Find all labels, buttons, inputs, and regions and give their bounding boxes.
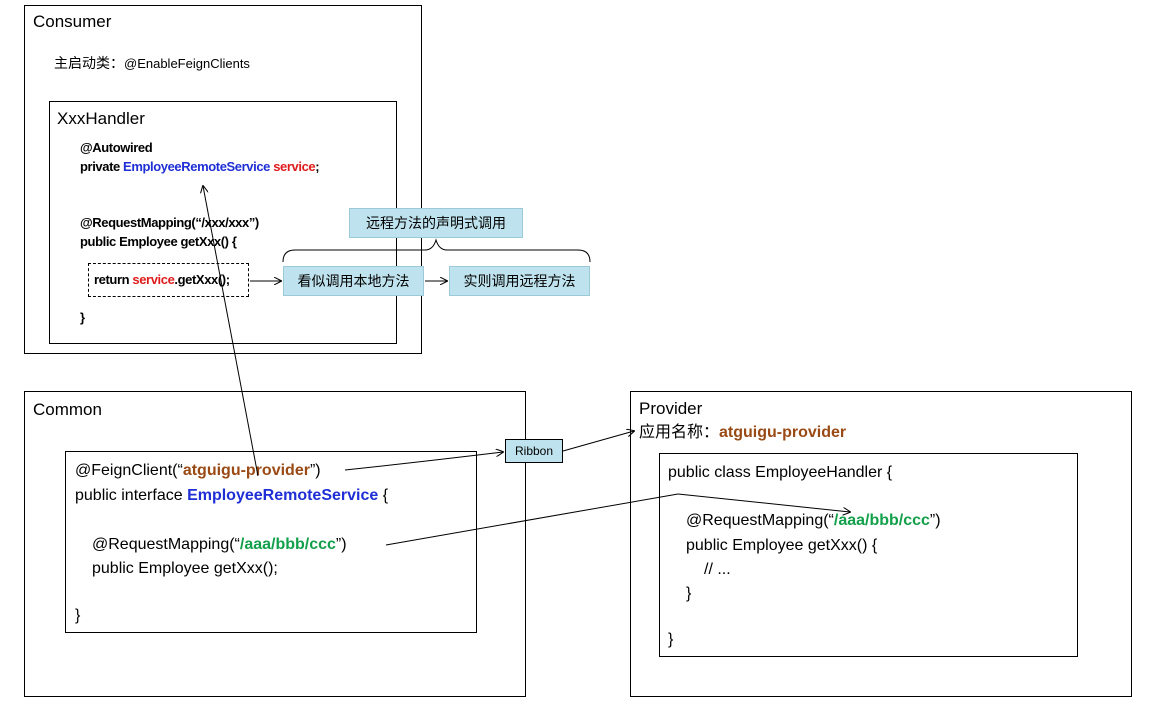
main-class-line: 主启动类：@EnableFeignClients — [54, 55, 250, 73]
iface-name: EmployeeRemoteService — [187, 487, 379, 504]
common-method-sig: public Employee getXxx(); — [92, 560, 278, 577]
callout-brace — [282, 238, 591, 263]
common-mapping: @RequestMapping(“/aaa/bbb/ccc”) — [92, 535, 347, 554]
ribbon-box: Ribbon — [505, 439, 563, 463]
common-mapping-suffix: ”) — [335, 536, 347, 553]
consumer-method-sig: public Employee getXxx() { — [80, 234, 237, 249]
xxx-handler-title: XxxHandler — [57, 109, 145, 128]
remote-service-box — [65, 451, 477, 633]
field-suffix: ; — [315, 159, 320, 174]
feign-suffix: ”) — [309, 462, 321, 479]
provider-comment: // ... — [704, 561, 731, 578]
looks-local-callout: 看似调用本地方法 — [283, 266, 424, 296]
provider-box — [630, 391, 1132, 697]
feign-name: atguigu-provider — [182, 462, 310, 479]
common-close-brace: } — [75, 607, 81, 624]
service-field-decl: private EmployeeRemoteService service; — [80, 159, 320, 175]
actually-remote-callout: 实则调用远程方法 — [449, 266, 590, 296]
consumer-box — [24, 5, 422, 354]
app-name-line: 应用名称：atguigu-provider — [639, 422, 846, 442]
provider-close-brace: } — [668, 631, 674, 648]
consumer-close-brace: } — [80, 310, 85, 325]
field-type: EmployeeRemoteService — [123, 159, 270, 174]
app-name-prefix: 应用名称： — [639, 422, 720, 441]
common-title: Common — [33, 400, 102, 419]
return-statement-box — [88, 263, 249, 297]
common-box — [24, 391, 526, 697]
iface-prefix: public interface — [75, 487, 188, 504]
ribbon-to-provider-arrow — [562, 431, 634, 452]
field-prefix: private — [80, 159, 124, 174]
common-mapping-path: /aaa/bbb/ccc — [239, 536, 336, 553]
mapping-to-provider-arrow — [385, 493, 679, 546]
provider-mapping-suffix: ”) — [929, 512, 941, 529]
app-name: atguigu-provider — [719, 424, 847, 441]
provider-mapping-path: /aaa/bbb/ccc — [833, 512, 930, 529]
declarative-call-callout: 远程方法的声明式调用 — [349, 208, 523, 238]
feign-client-annotation: @FeignClient(“atguigu-provider”) — [75, 461, 321, 480]
field-name: service — [273, 159, 316, 174]
provider-mapping: @RequestMapping(“/aaa/bbb/ccc”) — [686, 511, 941, 530]
consumer-title: Consumer — [33, 12, 112, 31]
return-var: service — [132, 272, 175, 287]
autowired-annotation: @Autowired — [80, 140, 153, 155]
provider-mapping-pointer — [677, 493, 850, 512]
return-prefix: return — [94, 272, 133, 287]
feign-to-ribbon-arrow — [344, 452, 503, 471]
provider-method-sig: public Employee getXxx() { — [686, 537, 878, 554]
provider-mapping-prefix: @RequestMapping(“ — [686, 512, 834, 529]
main-class-prefix: 主启动类： — [54, 56, 124, 72]
iface-suffix: { — [378, 487, 389, 504]
provider-inner-close: } — [686, 585, 692, 602]
common-mapping-prefix: @RequestMapping(“ — [92, 536, 240, 553]
provider-title: Provider — [639, 399, 703, 418]
consumer-mapping: @RequestMapping(“/xxx/xxx”) — [80, 215, 259, 230]
provider-class-decl: public class EmployeeHandler { — [668, 464, 893, 481]
employee-handler-box — [659, 453, 1078, 657]
interface-decl: public interface EmployeeRemoteService { — [75, 486, 388, 505]
return-statement: return service.getXxx(); — [94, 272, 230, 288]
return-suffix: .getXxx(); — [174, 272, 230, 287]
feign-prefix: @FeignClient(“ — [75, 462, 183, 479]
main-class-annotation: @EnableFeignClients — [124, 56, 250, 71]
feign-to-service-arrow — [203, 186, 259, 477]
